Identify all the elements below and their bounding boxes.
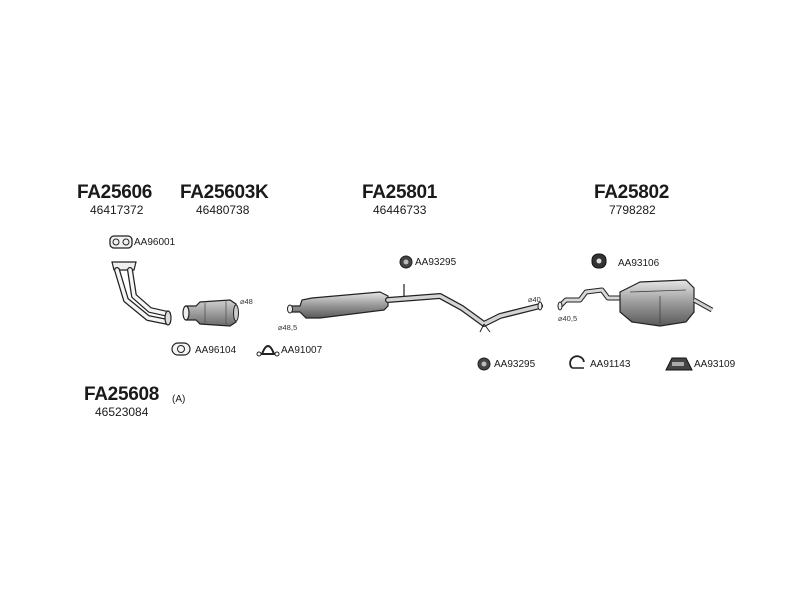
center-muffler-fa25801-icon: [287, 284, 543, 333]
ref-aa93109: AA93109: [694, 359, 736, 370]
catalytic-converter-fa25603k-icon: [182, 299, 239, 327]
rear-muffler-fa25802-icon: [557, 279, 714, 327]
diameter-label-48-5: ⌀48,5: [278, 323, 298, 332]
oem-number-fa25606: 46417372: [90, 203, 144, 217]
diameter-label-40-5: ⌀40,5: [558, 314, 578, 323]
part-code-fa25608: FA25608: [84, 384, 160, 405]
part-suffix-fa25608: (A): [172, 394, 186, 405]
diameter-label-48: ⌀48: [240, 297, 253, 306]
bracket-aa93109-icon: [665, 357, 693, 371]
part-code-fa25606: FA25606: [77, 182, 153, 203]
ref-aa96001: AA96001: [134, 237, 176, 248]
clamp-aa93295-top-icon: [399, 255, 413, 269]
front-pipe-fa25606-icon: [111, 261, 172, 326]
part-code-fa25801: FA25801: [362, 182, 438, 203]
clamp-aa91007-icon: [256, 345, 280, 357]
oem-number-fa25608: 46523084: [95, 405, 149, 419]
ref-aa93106: AA93106: [618, 258, 660, 269]
ref-aa91007: AA91007: [281, 345, 323, 356]
ref-aa93295-bottom: AA93295: [494, 359, 536, 370]
hanger-aa93106-icon: [591, 253, 607, 269]
gasket-aa96104-icon: [171, 342, 191, 356]
part-code-fa25802: FA25802: [594, 182, 670, 203]
clamp-aa91143-icon: [569, 355, 585, 369]
part-code-fa25603k: FA25603K: [180, 182, 269, 203]
oem-number-fa25801: 46446733: [373, 203, 427, 217]
clamp-aa93295-bottom-icon: [477, 357, 491, 371]
diameter-label-40: ⌀40: [528, 295, 541, 304]
ref-aa93295-top: AA93295: [415, 257, 457, 268]
oem-number-fa25802: 7798282: [609, 203, 656, 217]
ref-aa96104: AA96104: [195, 345, 237, 356]
gasket-aa96001-icon: [109, 235, 133, 249]
oem-number-fa25603k: 46480738: [196, 203, 250, 217]
ref-aa91143: AA91143: [590, 359, 631, 370]
